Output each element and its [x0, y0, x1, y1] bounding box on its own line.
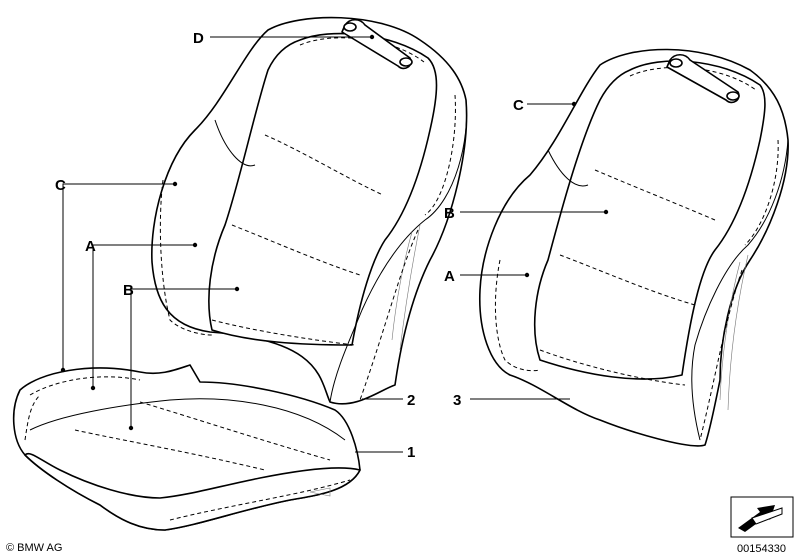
- leader-lines: [60, 34, 609, 453]
- left-backrest-seam-2: [231, 224, 361, 276]
- left-headrest-slot: [341, 18, 412, 70]
- callout-C-right: C: [513, 97, 524, 114]
- callout-B-right: B: [444, 205, 455, 222]
- left-seat-front-face: [24, 452, 361, 531]
- diagram-number: 00154330: [737, 543, 786, 555]
- left-backrest: [151, 16, 468, 405]
- left-backrest-seam-3: [211, 319, 356, 346]
- right-backrest: [479, 48, 789, 447]
- callout-C-left: C: [55, 177, 66, 194]
- callout-3: 3: [453, 392, 461, 409]
- callout-A-left: A: [85, 238, 96, 255]
- callout-1: 1: [407, 444, 415, 461]
- left-seat-seam-2: [139, 401, 331, 461]
- arrow-nav-icon: [730, 496, 794, 538]
- callout-2: 2: [407, 392, 415, 409]
- left-seat-cushion: [12, 364, 361, 531]
- callout-B-left: B: [123, 282, 134, 299]
- left-backrest-bolster: [329, 99, 468, 403]
- right-backrest-face: [533, 60, 766, 380]
- left-seat-seam-1: [74, 429, 266, 471]
- callout-D: D: [193, 30, 204, 47]
- callout-A-right: A: [444, 268, 455, 285]
- left-backrest-seam-1: [264, 134, 384, 196]
- copyright-text: © BMW AG: [6, 542, 62, 554]
- right-headrest-slot: [666, 53, 740, 104]
